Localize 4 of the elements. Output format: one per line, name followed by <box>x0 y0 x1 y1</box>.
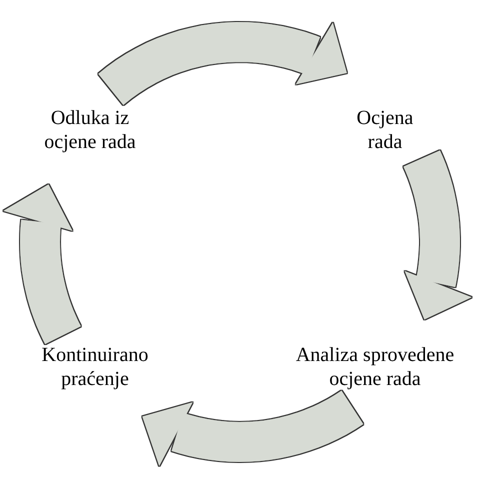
step-label: Analiza sprovedene ocjene rada <box>270 343 480 391</box>
step-label: Ocjena rada <box>345 106 425 154</box>
step-label: Odluka iz ocjene rada <box>25 106 155 154</box>
step-label: Kontinuirano praćenje <box>20 343 170 391</box>
